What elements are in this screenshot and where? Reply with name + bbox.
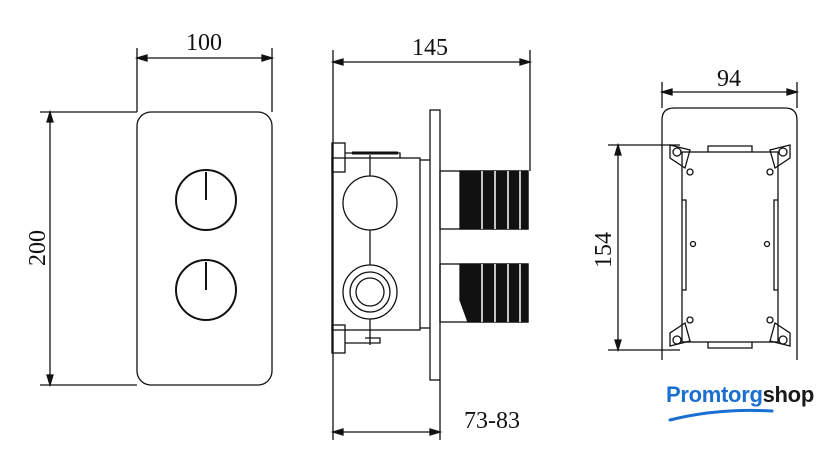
width-dimension: 100 bbox=[186, 30, 222, 56]
cartridge-bottom bbox=[439, 263, 529, 323]
inlet-port bbox=[342, 264, 398, 320]
side-view: 145 73-83 bbox=[330, 35, 533, 440]
box-height-dimension: 154 bbox=[591, 232, 617, 268]
logo-swoosh-icon bbox=[668, 408, 774, 422]
height-dimension: 200 bbox=[25, 230, 51, 266]
logo-part-1: Promtorg bbox=[666, 382, 763, 407]
cover-plate bbox=[136, 111, 273, 386]
install-depth-dimension: 73-83 bbox=[464, 408, 520, 434]
box-width-dimension: 94 bbox=[717, 66, 741, 92]
front-view: 100 200 bbox=[25, 30, 275, 388]
wall-plate bbox=[429, 109, 441, 381]
cartridge-top bbox=[439, 170, 529, 230]
outlet-port bbox=[342, 175, 398, 231]
logo-part-2: shop bbox=[762, 382, 815, 407]
knob-bottom bbox=[175, 259, 237, 321]
depth-dimension: 145 bbox=[412, 35, 448, 61]
knob-top bbox=[175, 169, 237, 231]
promtorgshop-logo: Promtorgshop bbox=[666, 382, 815, 422]
mounting-box-view: 94 154 bbox=[591, 66, 800, 360]
